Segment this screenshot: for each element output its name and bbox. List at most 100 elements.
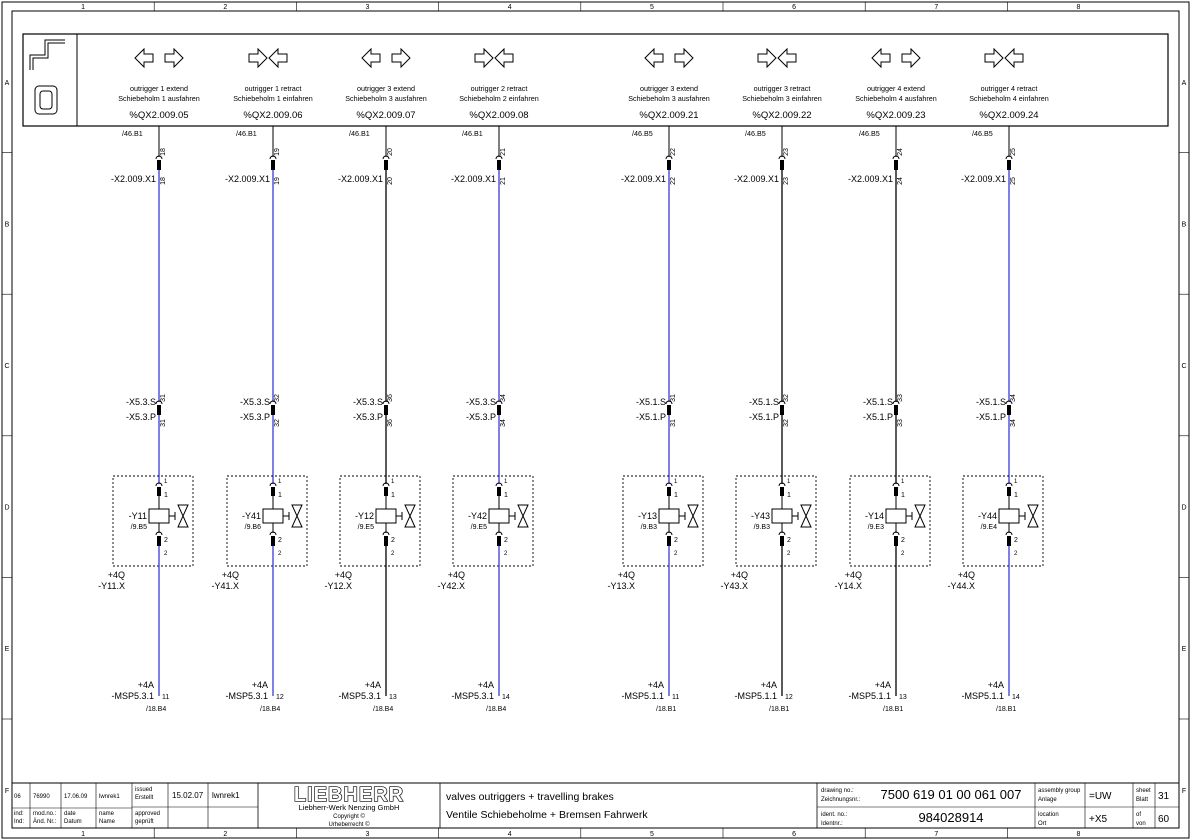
- cross-reference: /46.B1: [122, 129, 143, 138]
- connector-socket: [155, 155, 163, 160]
- terminal-number: 13: [389, 694, 397, 701]
- valve-tag: -Y13: [638, 511, 657, 521]
- rev-date: 17.06.09: [64, 794, 88, 800]
- label-location-de: Ort: [1038, 821, 1047, 827]
- location-code: +4A: [252, 680, 268, 690]
- location-code: +4A: [478, 680, 494, 690]
- output-description-de: Schiebeholm 1 einfahren: [233, 94, 313, 103]
- extend-arrows-icon: [134, 47, 184, 69]
- connector-pin: [271, 405, 275, 415]
- connector-pin: [1007, 405, 1011, 415]
- output-description-en: outrigger 3 extend: [640, 84, 698, 93]
- grid-column-label: 4: [508, 831, 512, 838]
- location-code: +4Q: [958, 570, 975, 580]
- terminal-number: 24: [897, 177, 904, 185]
- distribution-label: -MSP5.3.1: [451, 691, 494, 701]
- output-description-de: Schiebeholm 4 ausfahren: [855, 94, 937, 103]
- company-name: Liebherr-Werk Nenzing GmbH: [299, 803, 400, 812]
- plc-address: %QX2.009.05: [129, 110, 188, 121]
- label-assembly-de: Anlage: [1038, 797, 1057, 803]
- cross-reference: /46.B1: [462, 129, 483, 138]
- label-ind-de: Ind:: [14, 819, 24, 825]
- location-code: +4Q: [618, 570, 635, 580]
- terminal-number: 18: [160, 148, 167, 156]
- title-block: 06 76990 17.06.09 lwnrek1 ind: Ind: mod.…: [12, 782, 1179, 828]
- pin-number: 1: [901, 492, 905, 499]
- sheet-number: 31: [1158, 791, 1170, 802]
- connector-pin: [1007, 487, 1011, 496]
- valve-icon: [404, 504, 416, 528]
- grid-row-label: D: [4, 505, 9, 512]
- valve-icon: [177, 504, 189, 528]
- terminal-number: 20: [387, 177, 394, 185]
- output-description-en: outrigger 1 extend: [130, 84, 188, 93]
- terminal-number: 19: [274, 148, 281, 156]
- location-code: +4Q: [845, 570, 862, 580]
- label-ind: ind:: [14, 811, 24, 817]
- connector-socket: [269, 400, 277, 405]
- connector-socket: [665, 400, 673, 405]
- label-sheet: sheet: [1136, 788, 1151, 794]
- label-sheet-de: Blatt: [1136, 797, 1148, 803]
- valve-enclosure: [622, 475, 704, 567]
- connector-pin: [271, 536, 275, 546]
- output-description-de: Schiebeholm 1 ausfahren: [118, 94, 200, 103]
- connector-socket: [892, 482, 900, 487]
- grid-row-label: C: [1181, 363, 1186, 370]
- valve-enclosure: [226, 475, 308, 567]
- retract-arrows-icon: [757, 47, 797, 69]
- terminal-number: 22: [670, 148, 677, 156]
- connector-socket: [778, 155, 786, 160]
- pin-number: 1: [1014, 492, 1018, 499]
- terminal-strip-label: -X2.009.X1: [961, 174, 1006, 184]
- pin-number: 2: [787, 537, 791, 544]
- pin-number: 1: [787, 479, 791, 485]
- pin-number: 2: [1014, 537, 1018, 544]
- grid-column-label: 8: [1077, 4, 1081, 11]
- pin-number: 2: [674, 537, 678, 544]
- valve-icon: [291, 504, 303, 528]
- extend-arrows-icon: [361, 47, 411, 69]
- location-code: +4A: [648, 680, 664, 690]
- solenoid-coil-icon: [148, 508, 170, 524]
- pin-number: 2: [1014, 551, 1018, 557]
- label-date: date: [64, 811, 76, 817]
- terminal-strip-label: -X2.009.X1: [111, 174, 156, 184]
- connector-pin: [497, 487, 501, 496]
- location-code: +4Q: [448, 570, 465, 580]
- distribution-label: -MSP5.1.1: [621, 691, 664, 701]
- terminal-number: 21: [500, 177, 507, 185]
- grid-column-label: 6: [792, 831, 796, 838]
- valve-tag: -Y42: [468, 511, 487, 521]
- connector-pin: [271, 160, 275, 170]
- pin-number: 1: [674, 479, 678, 485]
- connector-socket: [665, 531, 673, 536]
- connector-plug-label: -X5.3.P: [240, 412, 270, 422]
- valve-reference: /9.B3: [754, 524, 770, 531]
- distribution-label: -MSP5.1.1: [848, 691, 891, 701]
- output-description-de: Schiebeholm 3 einfahren: [742, 94, 822, 103]
- connection-label: -Y14.X: [834, 581, 862, 591]
- assembly-group: =UW: [1089, 791, 1112, 802]
- drawing-number: 7500 619 01 00 061 007: [881, 787, 1022, 802]
- valve-enclosure: [849, 475, 931, 567]
- pin-number: 1: [278, 479, 282, 485]
- connector-socket: [269, 482, 277, 487]
- connector-socket: [778, 531, 786, 536]
- connection-label: -Y41.X: [211, 581, 239, 591]
- connector-pin: [894, 160, 898, 170]
- connector-pin: [157, 160, 161, 170]
- connector-pin: [1007, 536, 1011, 546]
- plc-address: %QX2.009.08: [469, 110, 528, 121]
- connection-label: -Y42.X: [437, 581, 465, 591]
- label-assembly: assembly group: [1038, 788, 1081, 794]
- connector-socket: [778, 482, 786, 487]
- grid-column-label: 3: [366, 831, 370, 838]
- grid-row-label: B: [5, 221, 10, 228]
- output-module-icon: [29, 39, 65, 115]
